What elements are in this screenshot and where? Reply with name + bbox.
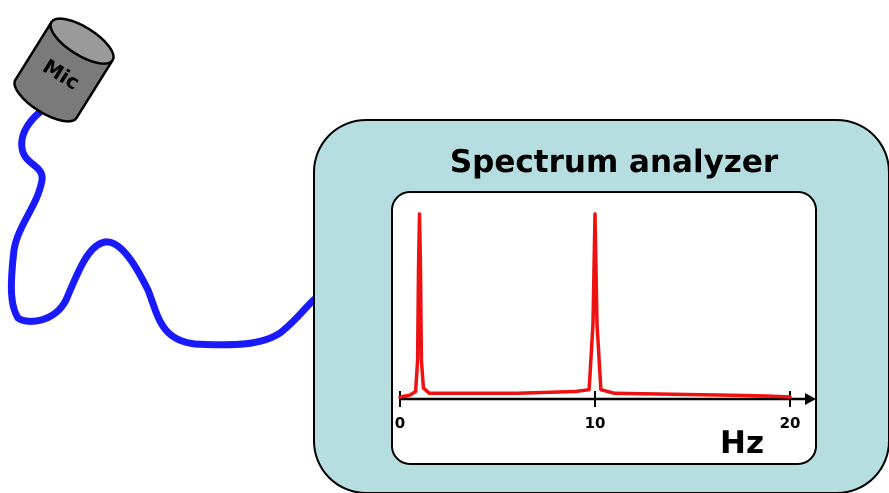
x-tick-label: 0 bbox=[395, 414, 405, 432]
x-tick-label: 20 bbox=[780, 414, 801, 432]
spectrum-line bbox=[398, 212, 792, 399]
x-tick-label: 10 bbox=[585, 414, 606, 432]
x-ticks: 0 10 20 bbox=[395, 391, 801, 432]
x-axis-label: Hz bbox=[720, 425, 764, 461]
x-axis-arrow bbox=[805, 393, 816, 405]
mic-top bbox=[49, 17, 115, 65]
analyzer-title: Spectrum analyzer bbox=[450, 144, 779, 180]
microphone-icon: Mic bbox=[13, 17, 115, 123]
mic-cable bbox=[7, 108, 320, 349]
spectrum-plot bbox=[398, 212, 792, 399]
